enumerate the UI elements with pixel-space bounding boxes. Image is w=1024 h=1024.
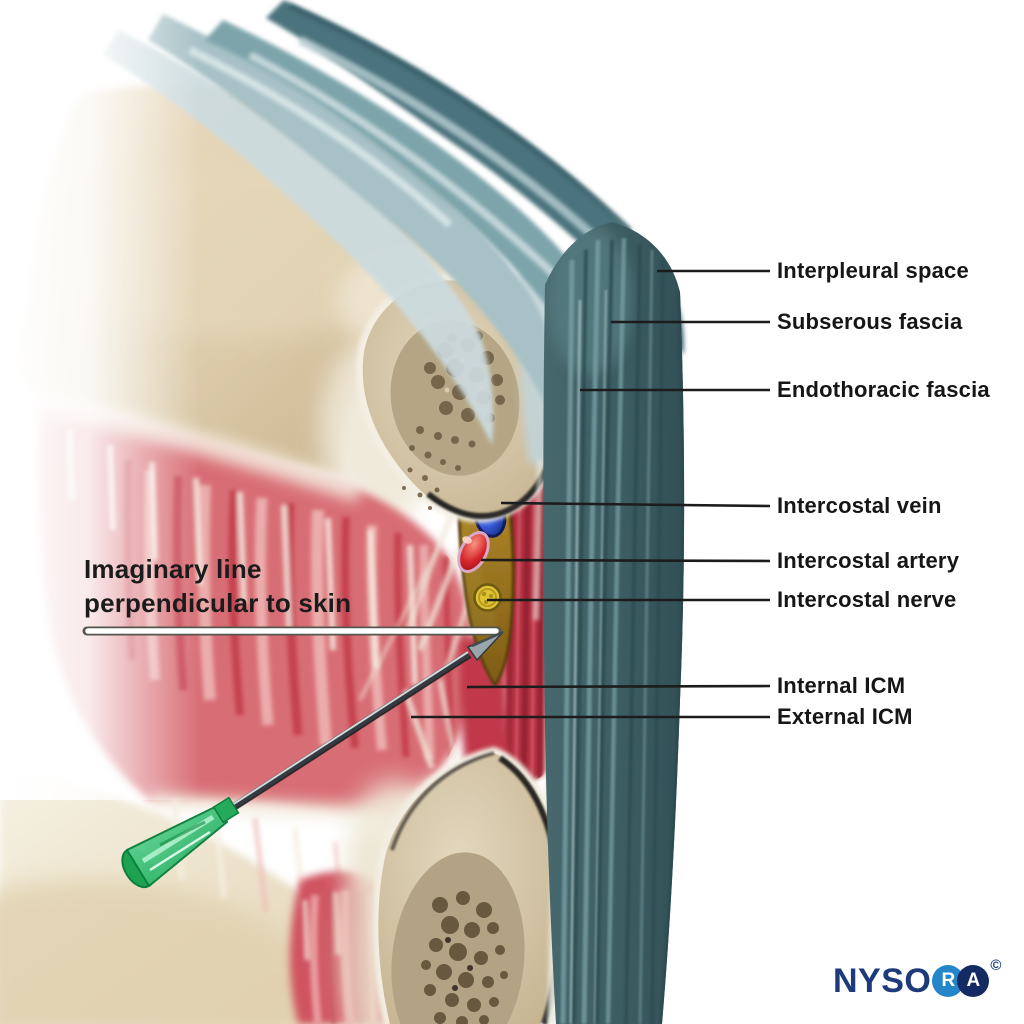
nysora-a-badge: A	[957, 965, 990, 997]
imaginary-line-annotation: Imaginary line perpendicular to skin	[84, 552, 351, 620]
needle-hub-collar	[212, 796, 240, 824]
label-interpleural-space: Interpleural space	[777, 258, 969, 283]
nysora-r-badge: R	[932, 965, 965, 997]
label-external-icm: External ICM	[777, 704, 913, 729]
label-internal-icm: Internal ICM	[777, 673, 906, 698]
needle-hub	[121, 796, 240, 889]
label-intercostal-artery: Intercostal artery	[777, 548, 960, 573]
annotation-line-1: Imaginary line	[84, 554, 262, 584]
page-3	[205, 20, 613, 392]
nysora-logo: NYSO R A ©	[833, 957, 1002, 1001]
label-subserous-fascia: Subserous fascia	[777, 309, 963, 334]
annotation-line-2: perpendicular to skin	[84, 588, 352, 618]
page-outermost	[266, 0, 684, 355]
label-intercostal-nerve: Intercostal nerve	[777, 587, 957, 612]
left-vignette	[0, 0, 200, 800]
leader-intercostal-vein	[500, 501, 771, 508]
nysora-copyright: ©	[990, 957, 1002, 974]
lower-fascia-and-skin	[0, 770, 380, 1024]
nysora-wordmark: NYSO	[833, 962, 932, 1000]
leader-intercostal-artery	[480, 558, 771, 563]
needle	[121, 630, 504, 889]
leader-lines	[411, 269, 771, 719]
label-intercostal-vein: Intercostal vein	[777, 493, 942, 518]
intercostal-artery-shape	[457, 531, 490, 573]
rib-lower	[340, 746, 565, 1024]
leader-internal-icm	[466, 684, 771, 689]
rib-lower-trabeculae	[421, 891, 508, 1024]
intercostal-nerve-shape	[473, 583, 502, 612]
pleura-column	[543, 222, 685, 1024]
label-endothoracic-fascia: Endothoracic fascia	[777, 377, 990, 402]
